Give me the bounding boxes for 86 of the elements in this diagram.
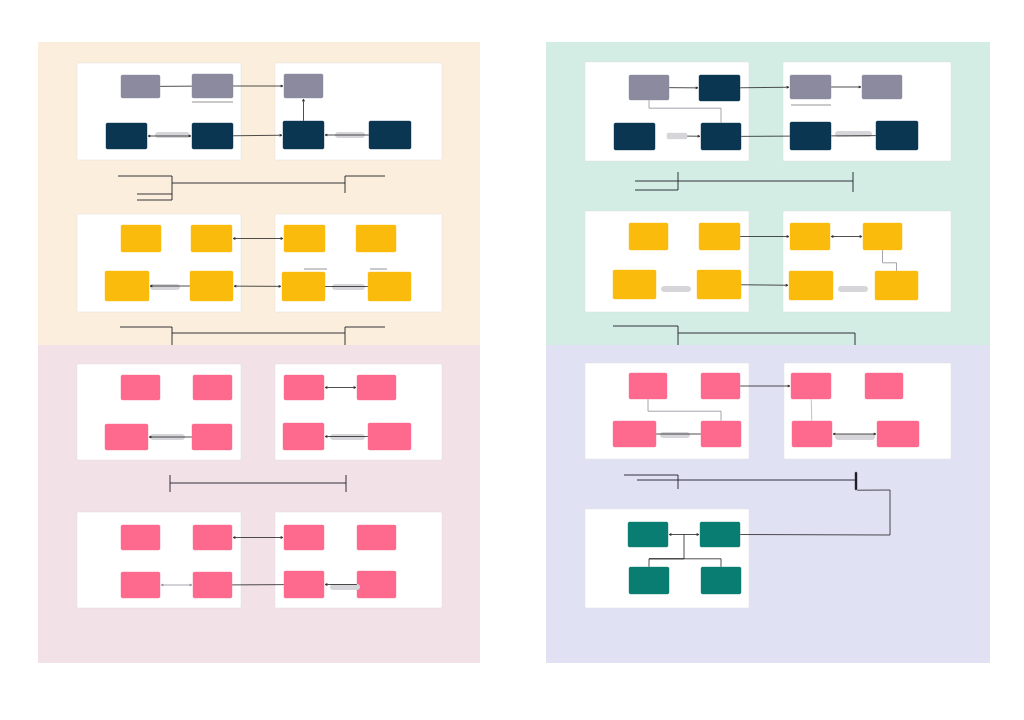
process-box — [612, 269, 657, 300]
process-box — [789, 222, 831, 251]
process-box — [875, 120, 919, 151]
process-box — [790, 372, 832, 400]
process-box — [700, 420, 742, 448]
process-box — [789, 121, 832, 151]
process-box — [612, 420, 657, 448]
process-box — [698, 222, 741, 251]
process-box — [105, 122, 148, 150]
process-box — [120, 571, 161, 599]
process-box — [190, 224, 233, 253]
process-box — [789, 74, 832, 100]
process-box — [282, 422, 325, 451]
process-box — [628, 372, 668, 400]
process-box — [700, 566, 742, 595]
process-box — [191, 423, 233, 451]
arrow — [324, 583, 358, 586]
process-box — [120, 374, 161, 401]
arrow — [686, 134, 701, 138]
arrow — [232, 84, 284, 88]
process-box — [120, 74, 161, 99]
arrow — [739, 235, 790, 238]
arrow — [148, 435, 193, 439]
process-box — [613, 122, 656, 151]
arrow — [830, 85, 862, 89]
process-box — [367, 422, 412, 451]
arrow — [324, 386, 357, 389]
process-box — [699, 521, 741, 548]
process-box — [104, 270, 150, 302]
process-box — [698, 74, 741, 102]
process-box — [628, 222, 669, 251]
process-box — [700, 372, 741, 400]
process-box — [874, 270, 919, 301]
process-box — [666, 132, 688, 140]
arrow — [232, 133, 283, 137]
process-box — [192, 524, 233, 551]
process-box — [283, 570, 325, 599]
arrow — [648, 534, 722, 568]
process-box — [627, 521, 669, 548]
arrow — [668, 86, 699, 90]
process-box — [283, 374, 325, 401]
process-box — [283, 524, 325, 551]
process-box — [191, 73, 234, 99]
process-box — [876, 420, 920, 448]
process-box — [628, 74, 670, 101]
process-box — [356, 524, 397, 551]
process-box — [356, 374, 397, 401]
arrow — [324, 133, 370, 137]
process-box — [192, 571, 233, 599]
process-box — [791, 420, 833, 448]
process-box — [281, 271, 326, 302]
process-box — [368, 120, 412, 150]
process-box — [864, 372, 904, 400]
process-box — [854, 471, 858, 491]
process-box — [367, 271, 412, 302]
arrow — [233, 284, 282, 288]
arrow — [147, 134, 192, 138]
arrow — [832, 432, 877, 436]
process-box — [628, 566, 670, 595]
arrow — [668, 533, 700, 536]
process-box — [120, 224, 162, 253]
process-box — [861, 74, 903, 100]
process-box — [189, 270, 234, 302]
arrow — [739, 384, 791, 388]
process-box — [283, 73, 324, 99]
arrow — [324, 435, 369, 438]
arrow — [232, 536, 284, 539]
process-box — [355, 224, 397, 253]
process-box — [120, 524, 161, 551]
arrow — [739, 85, 790, 89]
arrow — [160, 583, 193, 587]
process-box — [700, 122, 742, 151]
arrow — [149, 284, 191, 288]
process-box — [356, 570, 397, 599]
arrow — [830, 235, 863, 238]
process-box — [192, 374, 233, 401]
arrow — [740, 283, 789, 287]
process-box — [104, 423, 149, 451]
process-box — [283, 224, 326, 253]
process-box — [788, 270, 834, 301]
process-box — [282, 120, 325, 150]
process-box — [696, 269, 742, 300]
process-box — [862, 222, 903, 251]
process-box — [191, 122, 234, 150]
arrow — [302, 98, 305, 122]
arrow — [232, 237, 284, 240]
